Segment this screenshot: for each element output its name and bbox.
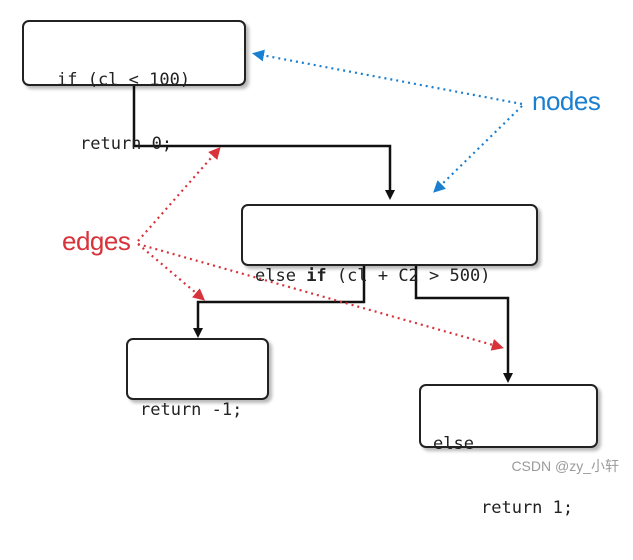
node-if-condition-line1: if (cl < 100) [57, 70, 191, 90]
node-else-return-one-line1: else [433, 434, 474, 454]
nodes-label: nodes [532, 86, 601, 116]
node-else-if-keyword: if [306, 266, 327, 286]
node-else-if-prefix: else [255, 266, 307, 286]
edges-pointer-to-edge3 [137, 242, 504, 351]
node-if-condition-line2: return 0; [80, 134, 173, 154]
node-else-if-condition: else if (cl + C2 > 500) [241, 204, 538, 286]
edges-pointer-to-edge2 [137, 243, 206, 301]
node-else-if-text: else if (cl + C2 > 500) [255, 264, 536, 288]
connector-layer [132, 49, 523, 383]
edges-pointer-to-edge1 [137, 146, 221, 242]
edge-node2-to-node3 [193, 266, 366, 338]
edges-label: edges [62, 226, 131, 256]
node-else-return-one: else return 1; [419, 384, 598, 518]
node-else-return-one-line2: return 1; [481, 498, 574, 518]
edge-node2-to-node4 [414, 266, 513, 383]
node-else-if-suffix: (cl + C2 > 500) [326, 266, 491, 286]
nodes-pointer-to-node2 [433, 105, 523, 193]
edge-node1-to-node2 [132, 86, 395, 200]
node-if-condition: if (cl < 100) return 0; [22, 20, 246, 154]
node-return-minus-one: return -1; [126, 338, 269, 420]
node-return-minus-one-text: return -1; [140, 400, 243, 420]
nodes-pointer-to-node1 [252, 49, 523, 106]
diagram-canvas: if (cl < 100) return 0; else if (cl + C2… [22, 20, 619, 518]
watermark: CSDN @zy_小轩 [511, 458, 619, 474]
